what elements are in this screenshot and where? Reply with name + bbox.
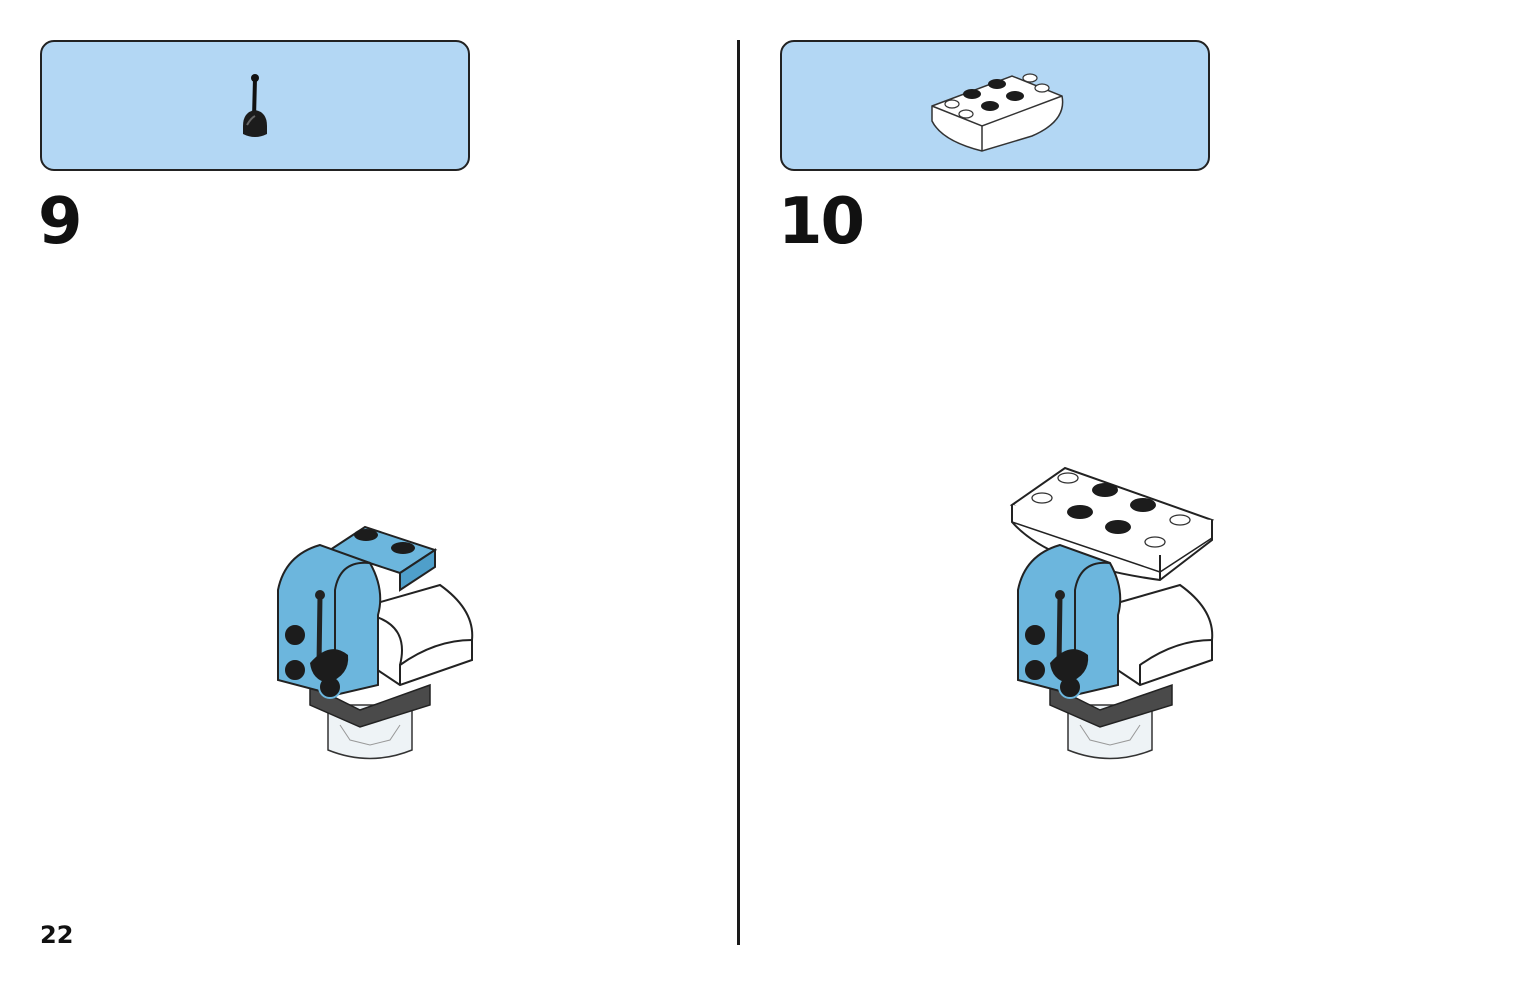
model-step-10-illustration: [1009, 466, 1215, 760]
inverted-curved-slope-brick-icon: [931, 73, 1064, 152]
lever-part-icon: [243, 74, 267, 137]
page-divider: [737, 40, 740, 945]
step-number-9: 9: [38, 185, 83, 259]
page-number: 22: [40, 921, 74, 949]
step-number-10: 10: [778, 185, 865, 259]
model-step-9-illustration: [277, 525, 474, 760]
parts-callout-step-9: [40, 40, 470, 171]
parts-callout-step-10: [780, 40, 1210, 171]
